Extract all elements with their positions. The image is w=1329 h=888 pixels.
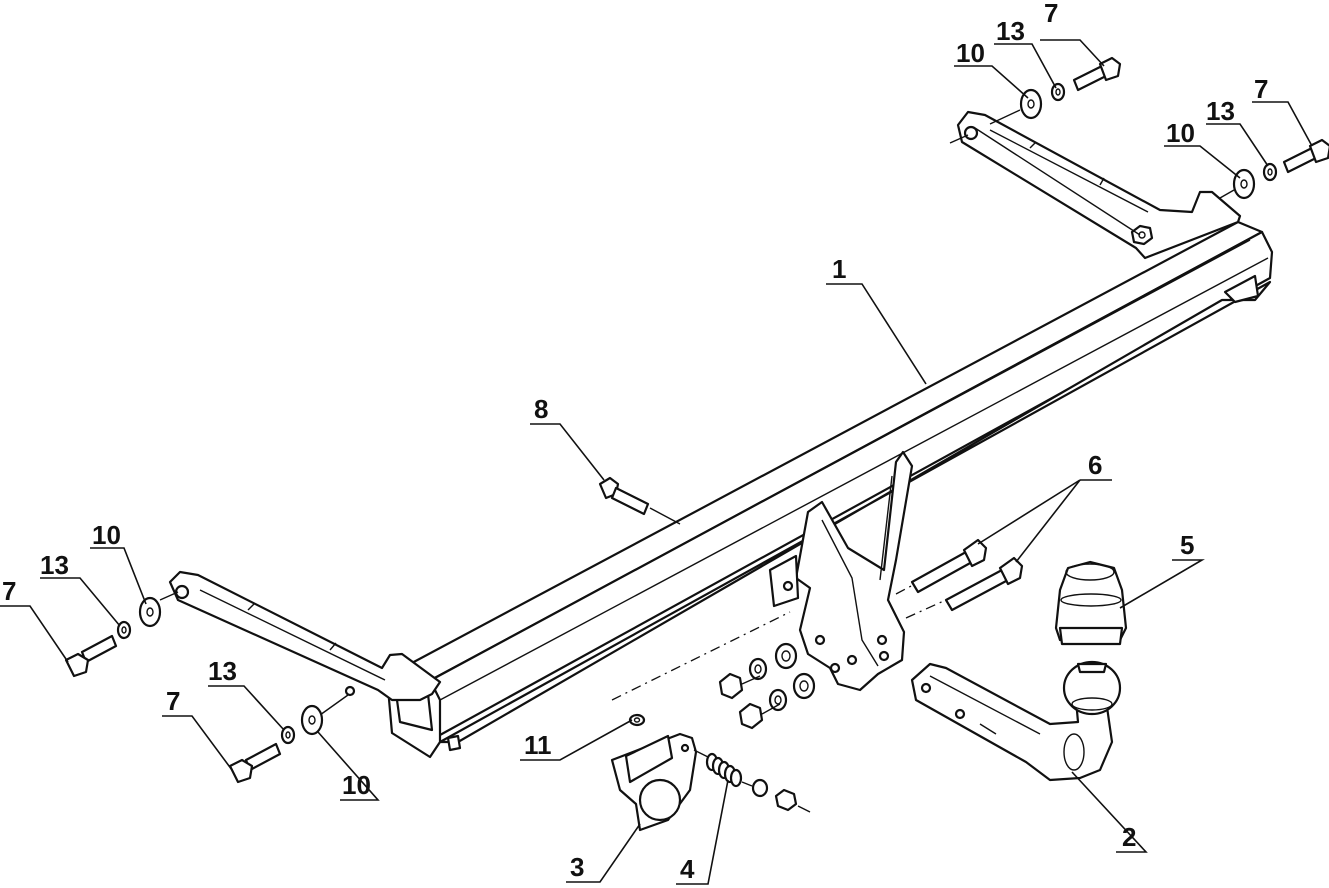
crossbar xyxy=(386,220,1274,759)
callout-7-left-upper: 7 xyxy=(2,576,16,606)
mounting-plate xyxy=(768,450,914,692)
callout-labels: 1 8 6 5 2 3 4 11 7 13 10 7 13 10 7 13 10… xyxy=(2,0,1268,884)
fasteners-top-left xyxy=(989,56,1122,125)
right-side-bracket xyxy=(949,110,1242,260)
callout-1: 1 xyxy=(832,254,846,284)
callout-7-top-right: 7 xyxy=(1254,74,1268,104)
callout-13-top-left: 13 xyxy=(996,16,1025,46)
left-side-bracket xyxy=(159,570,442,716)
socket-plate xyxy=(610,713,698,832)
ball-cover xyxy=(1054,560,1128,646)
nuts-and-washers xyxy=(718,642,816,730)
spring-assembly xyxy=(693,749,811,813)
callout-2: 2 xyxy=(1122,822,1136,852)
callout-3: 3 xyxy=(570,852,584,882)
callout-5: 5 xyxy=(1180,530,1194,560)
callout-13-top-right: 13 xyxy=(1206,96,1235,126)
callout-13-left-lower: 13 xyxy=(208,656,237,686)
callout-10-left-upper: 10 xyxy=(92,520,121,550)
ball-neck xyxy=(910,660,1122,782)
callout-leaders xyxy=(0,39,1313,885)
callout-6: 6 xyxy=(1088,450,1102,480)
fasteners-left-lower xyxy=(228,704,324,784)
callout-10-left-lower: 10 xyxy=(342,770,371,800)
callout-13-left-upper: 13 xyxy=(40,550,69,580)
fasteners-top-right xyxy=(1219,138,1329,200)
callout-10-top-left: 10 xyxy=(956,38,985,68)
callout-8: 8 xyxy=(534,394,548,424)
callout-10-top-right: 10 xyxy=(1166,118,1195,148)
callout-7-left-lower: 7 xyxy=(166,686,180,716)
callout-4: 4 xyxy=(680,854,695,884)
fasteners-left-upper xyxy=(64,596,162,678)
callout-11: 11 xyxy=(524,730,552,760)
ball-mount-bolts xyxy=(910,538,1024,612)
bolt-8 xyxy=(598,476,681,525)
callout-7-top-left: 7 xyxy=(1044,0,1058,28)
